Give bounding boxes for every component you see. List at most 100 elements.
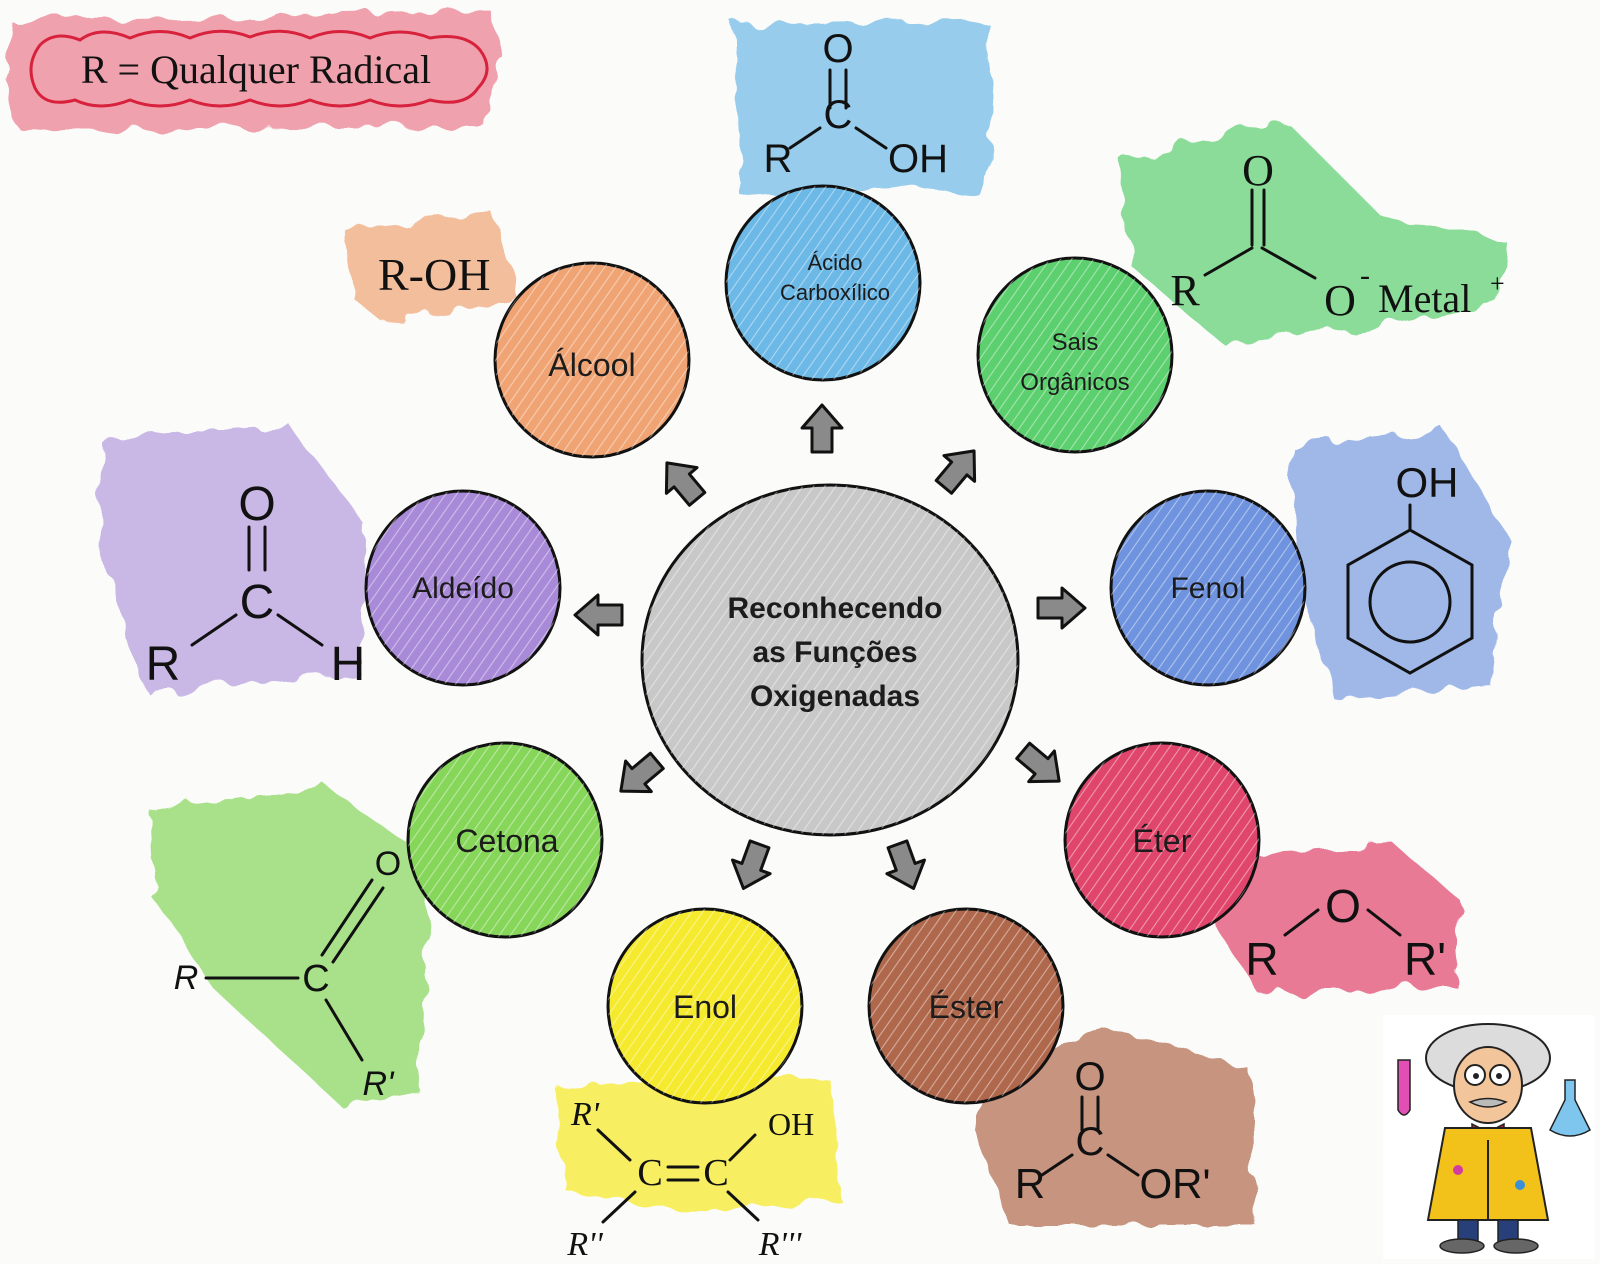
node-acido-label-2: Carboxílico	[780, 280, 890, 305]
formula-aldeido: O C R H	[146, 478, 366, 691]
scientist-stain-2	[1515, 1180, 1525, 1190]
eter-bond-left	[1283, 908, 1320, 937]
scientist-illustration	[1383, 1015, 1595, 1259]
formula-cetona-r2: R'	[362, 1065, 395, 1103]
arrow-to-cetona	[619, 751, 665, 794]
node-alcool-label: Álcool	[548, 347, 635, 383]
ester-bond-r	[1040, 1153, 1074, 1177]
formula-sais-o-top: O	[1242, 146, 1274, 195]
benzene-inner-circle	[1368, 560, 1452, 644]
node-aldeido-label: Aldeído	[412, 572, 514, 605]
formula-acido-o: O	[822, 27, 853, 71]
node-fenol-label: Fenol	[1170, 572, 1245, 605]
aldeido-bond-h	[276, 613, 324, 647]
node-enol: Enol	[606, 907, 804, 1105]
formula-ester-or: OR'	[1139, 1160, 1210, 1207]
formula-ester-o: O	[1074, 1055, 1105, 1099]
pencil-patches	[5, 10, 1510, 1225]
formula-aldeido-r: R	[146, 638, 181, 691]
node-ester-label: Éster	[929, 989, 1004, 1025]
formula-enol-r2: R''	[566, 1226, 603, 1263]
cetona-double-bond-b	[331, 886, 385, 964]
center-node: Reconhecendo as Funções Oxigenadas	[640, 483, 1020, 837]
node-fenol: Fenol	[1109, 489, 1307, 687]
aldeido-bond-r	[190, 613, 238, 647]
formula-cetona: O R C R'	[174, 845, 402, 1103]
node-acido: Ácido Carboxílico	[724, 184, 922, 382]
node-ester-hatch	[869, 909, 1063, 1103]
patch-aldeido	[100, 425, 365, 690]
formula-aldeido-h: H	[331, 638, 366, 691]
scientist-shoe-left	[1439, 1238, 1485, 1254]
node-sais-hatch	[978, 258, 1172, 452]
arrow-to-eter	[1015, 741, 1061, 784]
node-sais-label-2: Orgânicos	[1020, 369, 1129, 396]
node-aldeido-hatch	[366, 491, 560, 685]
formula-eter-r: R	[1245, 933, 1278, 985]
node-acido-hatch	[726, 186, 920, 380]
arrows	[573, 403, 1087, 890]
formula-acido-oh: OH	[888, 137, 948, 181]
cetona-double-bond-a	[320, 878, 374, 957]
formula-enol-c2: C	[703, 1152, 728, 1194]
arrow-to-enol	[731, 839, 772, 890]
formula-cetona-o: O	[375, 845, 401, 883]
node-acido-label-1: Ácido	[807, 250, 862, 275]
patch-eter	[1215, 845, 1460, 995]
arrow-to-aldeido	[573, 593, 624, 637]
patch-fenol	[1290, 430, 1510, 700]
formula-acido-r: R	[764, 137, 793, 181]
node-eter-label: Éter	[1133, 823, 1192, 859]
formula-enol-c1: C	[637, 1152, 662, 1194]
sais-bond-r	[1203, 246, 1254, 277]
formula-eter: R O R'	[1245, 880, 1446, 985]
center-title-line-2: as Funções	[752, 636, 917, 669]
formula-enol: R' C C OH R'' R'''	[566, 1096, 814, 1263]
formula-aldeido-c: C	[240, 576, 275, 629]
acido-bond-oh	[854, 126, 888, 150]
enol-bond-r2	[601, 1190, 637, 1224]
center-title-line-3: Oxigenadas	[750, 680, 920, 713]
patch-alcool	[345, 215, 520, 320]
node-sais-label-1: Sais	[1052, 329, 1099, 356]
formula-acido-c: C	[824, 93, 853, 137]
patch-cetona	[150, 785, 430, 1105]
scientist-pupil-left	[1473, 1073, 1479, 1079]
node-enol-label: Enol	[673, 989, 737, 1025]
acido-bond-r	[788, 126, 822, 150]
patch-acido	[735, 20, 995, 195]
node-cetona-label: Cetona	[455, 823, 558, 859]
enol-bond-oh	[728, 1133, 757, 1162]
test-tube-icon	[1397, 1059, 1411, 1116]
center-title-line-1: Reconhecendo	[727, 592, 942, 625]
formula-cetona-c: C	[302, 958, 329, 1000]
flask-icon	[1549, 1079, 1591, 1137]
patch-ester	[975, 1030, 1255, 1225]
enol-bond-r3	[726, 1190, 760, 1222]
scientist-mustache	[1468, 1097, 1508, 1108]
formula-ester-c: C	[1076, 1120, 1105, 1164]
eter-bond-right	[1366, 908, 1402, 937]
scientist-face	[1453, 1046, 1523, 1124]
patch-sais	[1120, 120, 1505, 345]
formula-sais-o: O	[1324, 276, 1356, 325]
formula-enol-r1: R'	[570, 1096, 600, 1133]
formula-sais-charge: -	[1360, 259, 1370, 292]
legend-text: R = Qualquer Radical	[81, 47, 431, 92]
formula-fenol-oh: OH	[1396, 459, 1459, 506]
formula-aldeido-o: O	[238, 478, 275, 531]
node-eter-hatch	[1065, 743, 1259, 937]
formula-enol-oh: OH	[768, 1106, 814, 1142]
formula-acido: O C R OH	[764, 27, 948, 181]
formula-ester-r: R	[1015, 1160, 1045, 1207]
patch-enol	[555, 1075, 840, 1215]
ester-bond-or	[1106, 1153, 1140, 1177]
formula-alcool: R-OH	[378, 249, 490, 300]
scientist-shoe-right	[1493, 1238, 1539, 1254]
formula-sais-plus: +	[1490, 269, 1505, 298]
node-fenol-hatch	[1111, 491, 1305, 685]
benzene-ring-icon	[1346, 528, 1474, 675]
sais-bond-o	[1260, 246, 1317, 280]
cetona-bond-r2	[324, 998, 364, 1062]
arrow-to-fenol	[1036, 586, 1087, 630]
